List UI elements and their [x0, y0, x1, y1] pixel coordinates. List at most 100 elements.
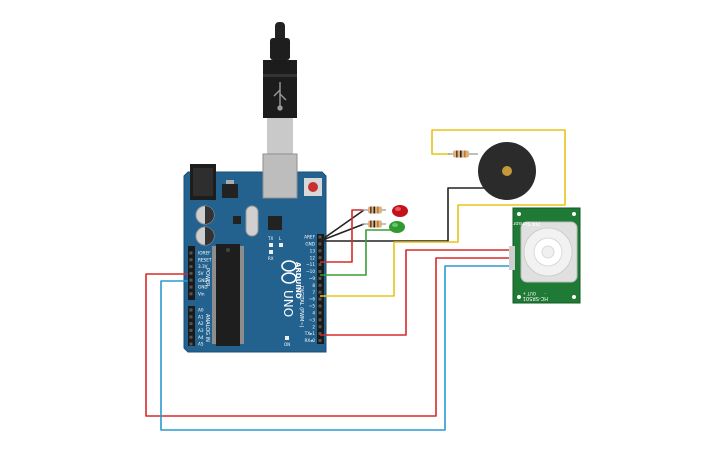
- resistor-buzzer[interactable]: [448, 150, 478, 158]
- pir-title: PIR Sensor: [512, 220, 540, 226]
- atmega-chip: [216, 244, 240, 346]
- reset-button[interactable]: [308, 182, 318, 192]
- wire-gnd-red-led[interactable]: [319, 209, 365, 242]
- wire-pin7-buzzer[interactable]: [320, 129, 566, 297]
- analog-header: [188, 306, 195, 346]
- analog-pin[interactable]: [189, 322, 193, 326]
- digital-pin[interactable]: [318, 332, 322, 336]
- analog-pin[interactable]: [189, 342, 193, 346]
- digital-pin[interactable]: [318, 235, 322, 239]
- digital-pin[interactable]: [318, 256, 322, 260]
- power-pin[interactable]: [189, 265, 193, 269]
- power-header-label: POWER: [204, 268, 210, 287]
- led-label-l: L: [279, 236, 282, 241]
- led-label-on: ON: [284, 342, 290, 347]
- usb-cable-strain-relief: [270, 38, 290, 60]
- digital-header: [317, 234, 324, 344]
- led-label-rx: RX: [268, 256, 274, 261]
- model-text: UNO: [281, 290, 295, 317]
- wire-gnd-green-led[interactable]: [319, 223, 365, 242]
- digital-pin[interactable]: [318, 276, 322, 280]
- analog-pin[interactable]: [189, 315, 193, 319]
- analog-pin-label: A4: [198, 335, 204, 340]
- power-pin[interactable]: [189, 271, 193, 275]
- usb-chip: [268, 216, 282, 230]
- digital-pin[interactable]: [318, 304, 322, 308]
- power-pin[interactable]: [189, 278, 193, 282]
- power-pin[interactable]: [189, 251, 193, 255]
- power-pin[interactable]: [189, 258, 193, 262]
- power-pin[interactable]: [189, 285, 193, 289]
- digital-pin[interactable]: [318, 339, 322, 342]
- brand-text: ARDUINO: [294, 262, 302, 299]
- digital-pin[interactable]: [318, 270, 322, 273]
- analog-pin[interactable]: [189, 308, 193, 312]
- wire-gnd-pir[interactable]: [160, 265, 512, 431]
- pir-pin-out: OUT: [527, 291, 536, 296]
- wire-pin2-pir-out[interactable]: [320, 249, 512, 336]
- usb-icon: [273, 82, 287, 111]
- digital-pin-label: ~9: [309, 276, 316, 281]
- arduino-logo: [281, 260, 297, 284]
- resistor-green-led[interactable]: [362, 220, 386, 228]
- digital-pin-label: AREF: [304, 235, 315, 240]
- pir-sensor[interactable]: PIR Sensor HC-SR501 + OUT -: [509, 207, 581, 304]
- digital-pin-label: 13: [310, 248, 316, 253]
- status-leds: [269, 243, 289, 340]
- pir-model: HC-SR501: [523, 295, 548, 301]
- wire-5v-pir-vcc[interactable]: [145, 257, 512, 417]
- analog-pin[interactable]: [189, 328, 193, 332]
- analog-pin[interactable]: [189, 335, 193, 339]
- piezo-buzzer[interactable]: [478, 142, 536, 200]
- pir-pin-minus: -: [544, 291, 546, 296]
- digital-pin-label: GND: [305, 242, 315, 247]
- board-usb-port: [262, 153, 298, 199]
- led-red[interactable]: [392, 205, 408, 217]
- usb-plug-metal: [267, 118, 293, 154]
- digital-pin[interactable]: [318, 249, 322, 253]
- wire-gnd-buzzer[interactable]: [320, 187, 495, 242]
- digital-pin-label: ~10: [306, 269, 315, 274]
- analog-pin-label: A5: [198, 342, 204, 347]
- digital-pin[interactable]: [318, 283, 322, 287]
- wire-pin12-red-led[interactable]: [320, 209, 364, 263]
- digital-pin-label: 8: [312, 283, 315, 288]
- analog-pin-label: A2: [198, 321, 204, 326]
- digital-pin-label: 12: [310, 255, 316, 260]
- analog-pin-label: A3: [198, 328, 204, 333]
- analog-pin-holes: [189, 308, 193, 346]
- wire-pin10-green-led[interactable]: [320, 229, 392, 276]
- digital-pin[interactable]: [318, 242, 322, 246]
- power-pin[interactable]: [189, 292, 193, 296]
- power-pin-label: 3.3V: [198, 264, 208, 269]
- digital-pin[interactable]: [318, 311, 322, 315]
- power-pin-label: GND: [198, 278, 208, 283]
- digital-pin-label: 2: [312, 324, 315, 329]
- analog-header-label: ANALOG IN: [204, 314, 210, 342]
- digital-pin-label: ~11: [306, 262, 315, 267]
- power-pin-label: IOREF: [198, 251, 211, 256]
- usb-cable-wire: [275, 22, 285, 42]
- digital-pin-label: 4: [312, 311, 315, 316]
- digital-pin[interactable]: [318, 297, 322, 301]
- led-label-tx: TX: [267, 236, 273, 241]
- digital-pin[interactable]: [318, 318, 322, 322]
- power-pin-label: RESET: [198, 257, 212, 262]
- digital-pin-label: 7: [312, 290, 315, 295]
- analog-pin-label: A1: [198, 314, 204, 319]
- buzzer-center: [502, 166, 512, 176]
- digital-pin[interactable]: [318, 263, 322, 267]
- power-pin-label: 5V: [198, 271, 204, 276]
- digital-pin[interactable]: [318, 290, 322, 294]
- digital-pin[interactable]: [318, 325, 322, 329]
- crystal-oscillator: [245, 205, 259, 237]
- resistor-red-led[interactable]: [362, 206, 386, 214]
- led-green[interactable]: [389, 221, 405, 233]
- digital-pin-label: RX◂0: [304, 338, 315, 343]
- analog-pin-label: A0: [198, 308, 204, 313]
- pir-pin-plus: +: [523, 291, 526, 296]
